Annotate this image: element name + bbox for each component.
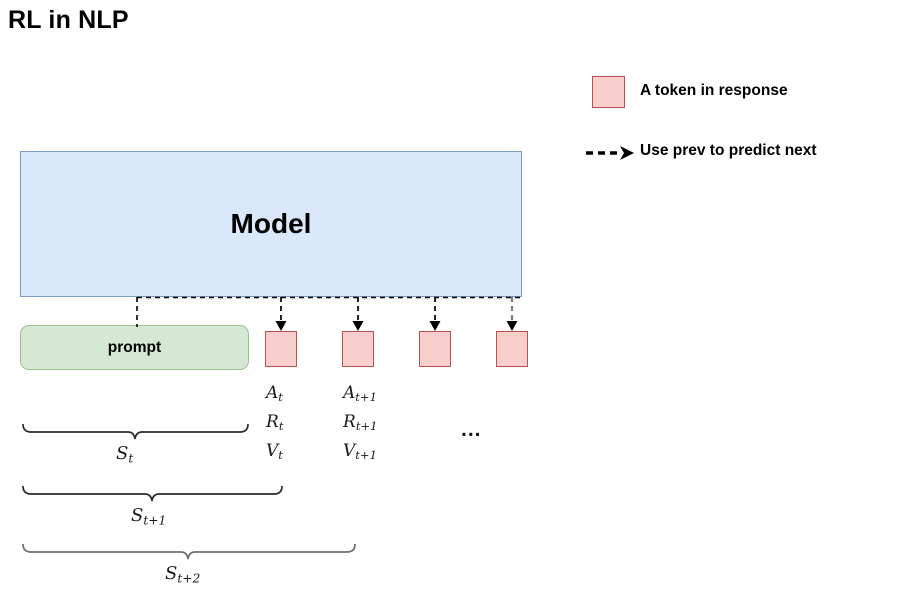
token-box-0	[265, 331, 297, 367]
underbrace-s-t-plus-1	[22, 485, 283, 502]
legend-item-token-label: A token in response	[640, 82, 788, 99]
symbol-r-t-plus-1: Rt+1	[343, 412, 378, 434]
symbol-a-t: At	[266, 383, 283, 405]
dashed-arrow-token-3	[506, 297, 518, 331]
dashed-arrow-token-0	[275, 297, 287, 331]
token-box-3	[496, 331, 528, 367]
brace-label-s-t: St	[116, 443, 134, 466]
underbrace-s-t-plus-2	[22, 543, 356, 560]
legend-item-arrow-label: Use prev to predict next	[640, 142, 817, 159]
dashed-arrow-token-2	[429, 297, 441, 331]
page-title: RL in NLP	[8, 6, 129, 34]
token-symbols-t: At Rt Vt	[266, 381, 336, 469]
model-box-label: Model	[230, 208, 312, 239]
brace-label-s-t-plus-2: St+2	[165, 563, 201, 586]
ellipsis-label: ...	[461, 418, 482, 441]
prompt-box-label: prompt	[107, 338, 162, 356]
token-swatch-icon	[592, 76, 625, 108]
token-box-1	[342, 331, 374, 367]
underbrace-s-t	[22, 423, 249, 440]
symbol-r-t: Rt	[266, 412, 284, 434]
symbol-v-t-plus-1: Vt+1	[343, 441, 377, 463]
model-box: Model	[20, 151, 522, 297]
legend: A token in response Use prev to predict …	[584, 68, 903, 178]
token-symbols-t-plus-1: At+1 Rt+1 Vt+1	[343, 381, 413, 469]
token-box-2	[419, 331, 451, 367]
dashed-arrow-token-1	[352, 297, 364, 331]
brace-label-s-t-plus-1: St+1	[131, 505, 167, 528]
symbol-a-t-plus-1: At+1	[343, 383, 377, 405]
dashed-arrow-icon	[584, 142, 638, 164]
prompt-box: prompt	[20, 325, 249, 370]
symbol-v-t: Vt	[266, 441, 283, 463]
